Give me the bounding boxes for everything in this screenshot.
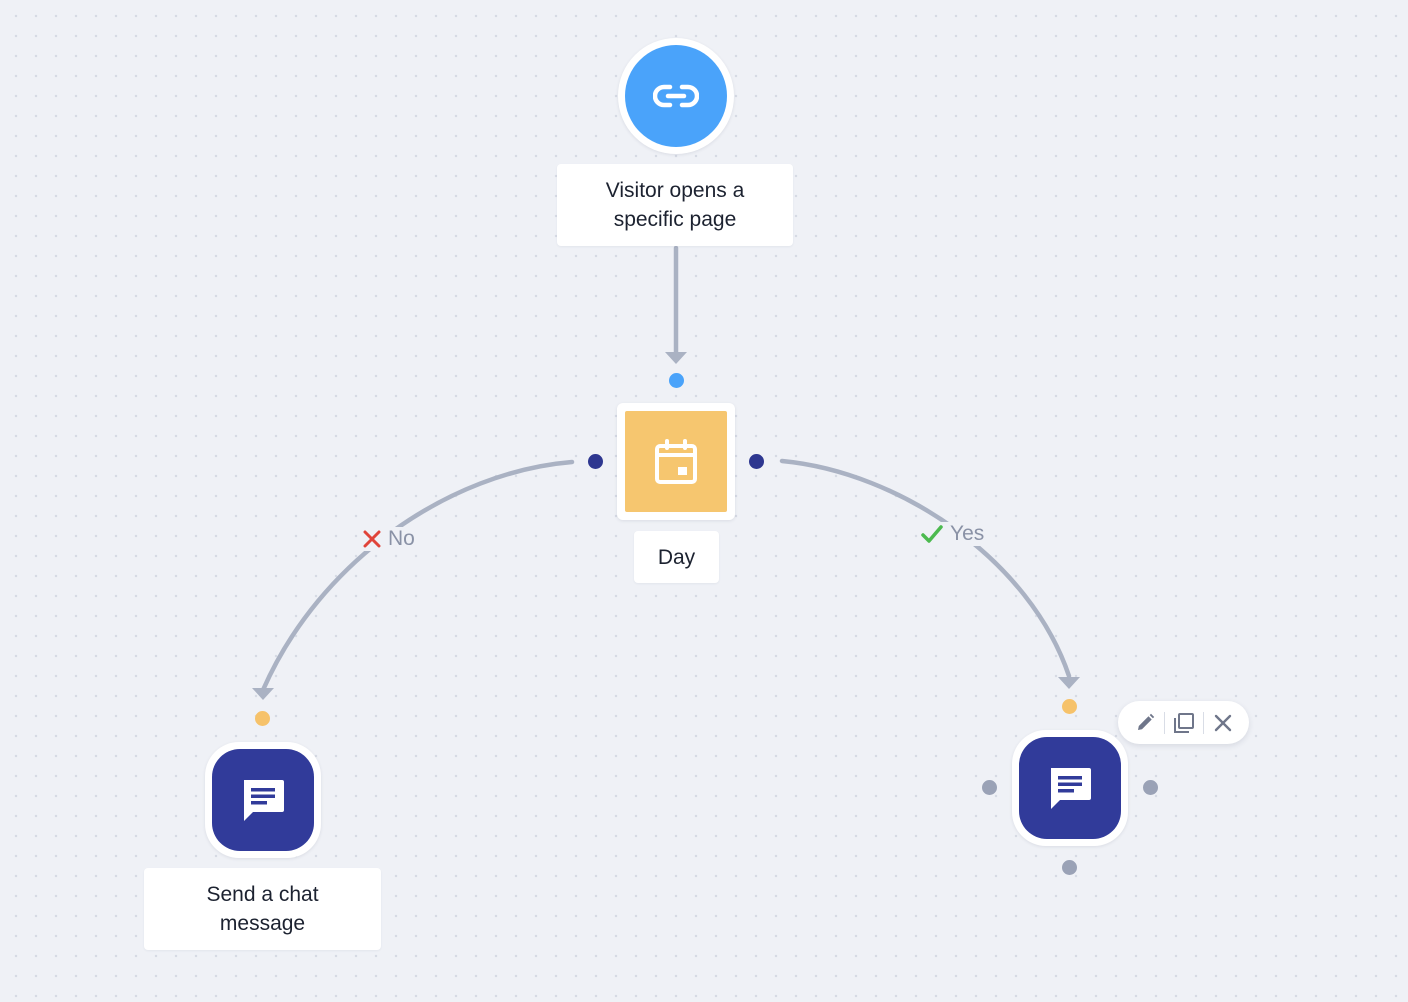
arrowhead-yes xyxy=(1058,677,1080,689)
edge-condition-yes xyxy=(779,458,1072,679)
condition-output-port-yes[interactable] xyxy=(749,454,764,469)
edit-node-button[interactable] xyxy=(1126,701,1164,744)
toolbar-divider xyxy=(1202,711,1204,734)
close-icon xyxy=(1214,714,1231,731)
message-right-input-port[interactable] xyxy=(1062,699,1077,714)
message-node-right[interactable] xyxy=(1012,730,1128,846)
message-node-left-body[interactable] xyxy=(212,749,314,851)
trigger-node[interactable] xyxy=(618,38,734,154)
trigger-node-body[interactable] xyxy=(625,45,727,147)
message-right-handle-bottom[interactable] xyxy=(1062,860,1077,875)
trigger-node-label[interactable]: Visitor opens a specific page xyxy=(557,164,793,246)
duplicate-node-button[interactable] xyxy=(1165,701,1203,744)
trigger-label-line2: specific page xyxy=(613,208,737,231)
node-toolbar xyxy=(1118,701,1249,744)
edge-condition-no xyxy=(260,459,575,693)
condition-input-port[interactable] xyxy=(669,373,684,388)
trigger-label-line1: Visitor opens a xyxy=(605,179,745,202)
arrowhead-condition xyxy=(665,352,687,364)
toolbar-divider xyxy=(1163,711,1165,734)
condition-node[interactable] xyxy=(617,403,735,520)
chat-icon xyxy=(244,780,284,821)
message-node-left[interactable] xyxy=(205,742,321,858)
message-left-input-port[interactable] xyxy=(255,711,270,726)
branch-label-no: No xyxy=(360,527,418,551)
message-right-handle-left[interactable] xyxy=(982,780,997,795)
condition-node-label[interactable]: Day xyxy=(634,531,719,583)
calendar-icon xyxy=(655,438,697,484)
message-right-handle-right[interactable] xyxy=(1143,780,1158,795)
arrowhead-no xyxy=(252,688,274,700)
x-icon xyxy=(363,530,381,548)
link-icon xyxy=(653,84,699,108)
pencil-icon xyxy=(1137,713,1154,730)
branch-no-text: No xyxy=(388,527,415,550)
message-label-line1: Send a chat xyxy=(206,883,319,906)
chat-icon xyxy=(1051,768,1091,809)
delete-node-button[interactable] xyxy=(1204,701,1242,744)
message-node-left-label[interactable]: Send a chat message xyxy=(144,868,381,950)
branch-label-yes: Yes xyxy=(918,522,988,546)
branch-yes-text: Yes xyxy=(950,522,985,545)
copy-icon xyxy=(1173,712,1194,733)
condition-output-port-no[interactable] xyxy=(588,454,603,469)
message-node-right-body[interactable] xyxy=(1019,737,1121,839)
check-icon xyxy=(921,524,943,544)
message-label-line2: message xyxy=(219,912,306,935)
condition-node-body[interactable] xyxy=(625,411,727,512)
